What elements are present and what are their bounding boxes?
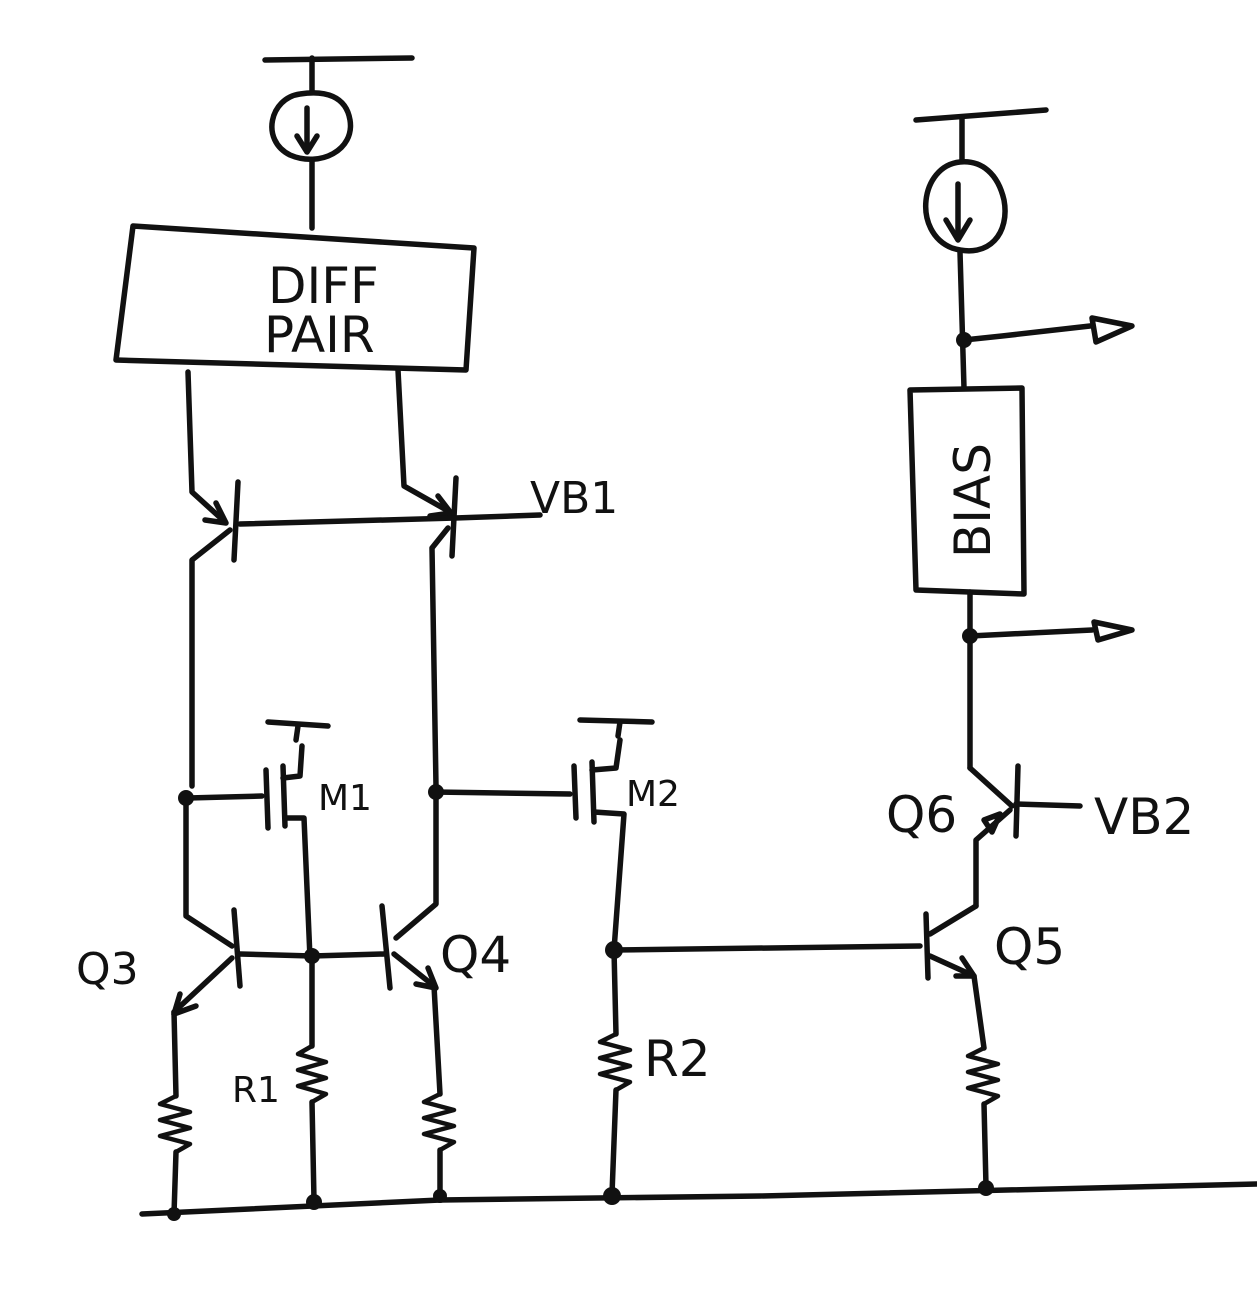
supply-rail-right [913, 107, 1049, 163]
bias-output-bottom [967, 589, 1135, 771]
transistor-q4: Q4 [379, 793, 511, 1097]
vb1-line: VB1 [237, 473, 618, 527]
q5-base-line [611, 943, 923, 953]
transistor-q3: Q3 [76, 797, 243, 1099]
resistor-r2: R2 [597, 947, 711, 1197]
diff-pair-label-2: PAIR [264, 306, 375, 364]
supply-rail-left [262, 55, 415, 95]
junction-dot [978, 1180, 994, 1196]
transistor-q5: Q5 [923, 903, 1065, 1051]
resistor-r1: R1 [232, 955, 329, 1203]
bias-output-top [961, 315, 1135, 345]
q3-label: Q3 [76, 944, 139, 995]
junction-dot [603, 1187, 621, 1205]
junction-dots [167, 332, 994, 1221]
resistor-q3-emitter [157, 1093, 193, 1217]
junction-dot [178, 790, 194, 806]
current-source-left [269, 90, 354, 231]
cascode-transistor-left [189, 479, 241, 789]
junction-dot [962, 628, 978, 644]
q4-label: Q4 [440, 926, 511, 984]
junction-dot [433, 1189, 447, 1203]
junction-dot [306, 1194, 322, 1210]
q5-label: Q5 [994, 918, 1065, 976]
transistor-q6: Q6 VB2 [886, 763, 1194, 909]
junction-dot [167, 1207, 181, 1221]
bias-label: BIAS [944, 443, 1002, 558]
vb1-label: VB1 [530, 473, 618, 524]
m2-label: M2 [626, 774, 680, 815]
diff-pair-block: DIFF PAIR [113, 223, 477, 373]
transistor-m2: M2 [431, 717, 680, 953]
junction-dot [956, 332, 972, 348]
resistor-q5-emitter [965, 1045, 1001, 1189]
bias-block: BIAS [907, 385, 1027, 597]
cascode-transistor-right [429, 475, 459, 789]
r2-label: R2 [644, 1030, 711, 1088]
junction-dot [304, 948, 320, 964]
r1-label: R1 [232, 1070, 280, 1111]
resistor-q4-emitter [421, 1091, 457, 1197]
m1-label: M1 [318, 778, 372, 819]
transistor-m1: M1 [185, 719, 372, 961]
vb2-label: VB2 [1094, 788, 1194, 846]
junction-dot [605, 941, 623, 959]
ground-rail [139, 1181, 1257, 1217]
junction-dot [428, 784, 444, 800]
current-source-right [922, 159, 1008, 391]
diff-pair-label-1: DIFF [268, 257, 379, 315]
q6-label: Q6 [886, 786, 957, 844]
diff-pair-outputs [185, 367, 454, 526]
